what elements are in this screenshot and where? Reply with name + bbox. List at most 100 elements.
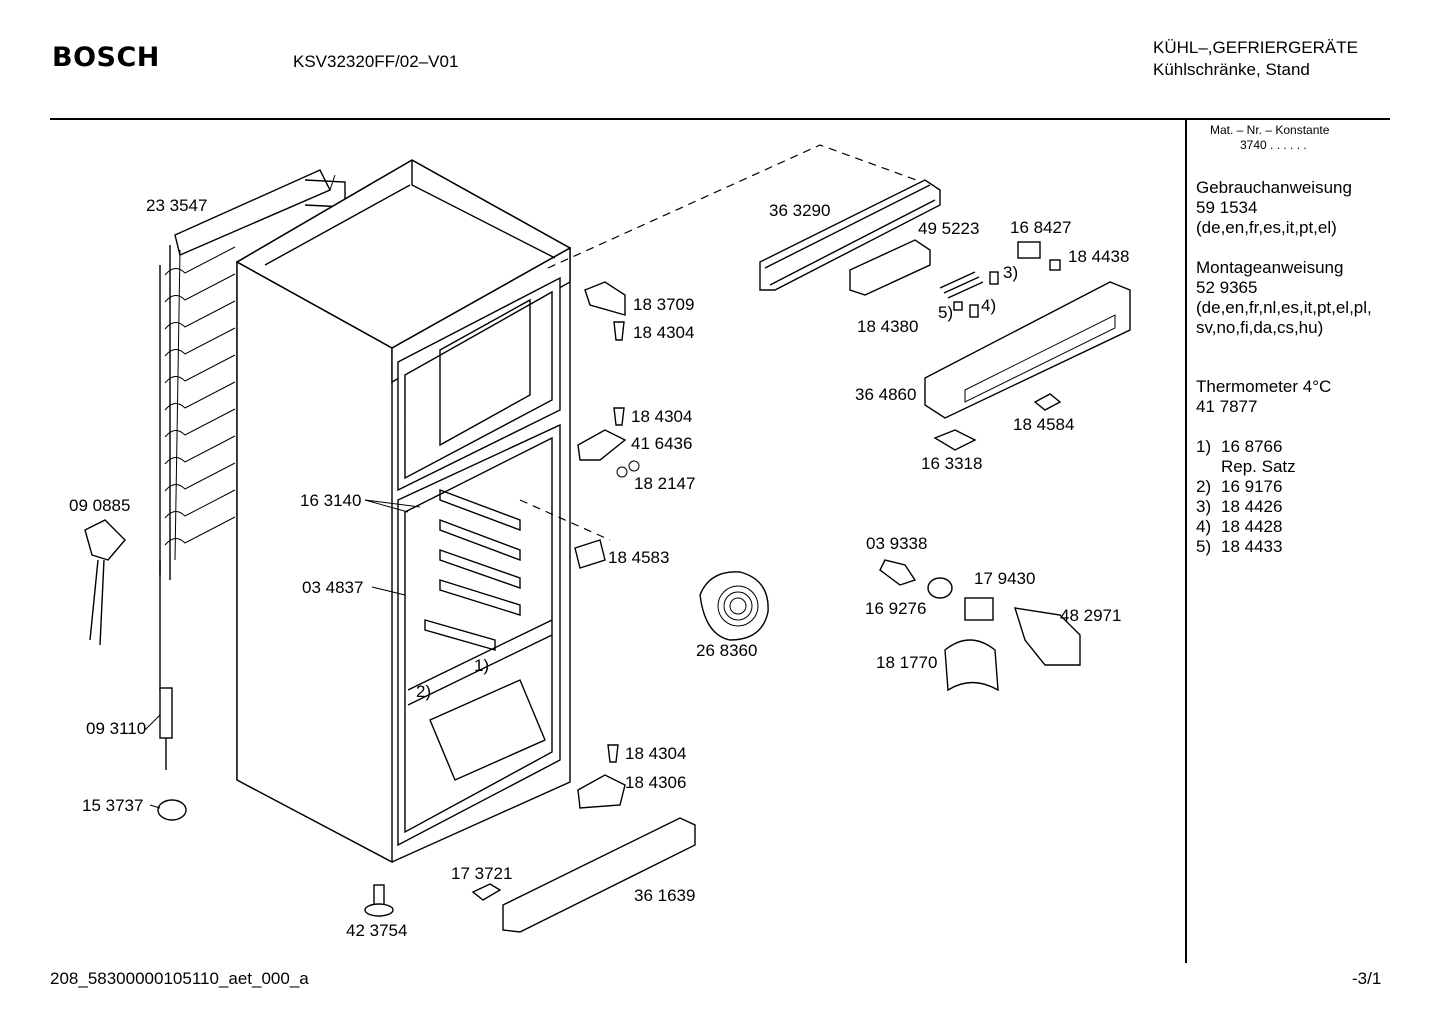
coil-loop (164, 489, 236, 519)
mat-nr-header: Mat. – Nr. – Konstante (1210, 123, 1330, 137)
connector-153737 (157, 799, 187, 821)
part-label-163318: 16 3318 (921, 454, 983, 473)
part-label-163140: 16 3140 (300, 491, 362, 510)
footnote-key-4: 4) (1196, 517, 1212, 536)
part-label-169276: 16 9276 (865, 599, 927, 618)
part-label-184438: 18 4438 (1068, 247, 1130, 266)
doc-title-thermometer: Thermometer 4°C (1196, 377, 1332, 396)
plinth-361639 (502, 817, 696, 933)
part-label-183709: 18 3709 (633, 295, 695, 314)
part-ref3 (989, 271, 999, 285)
doc-title-gebrauch: Gebrauchanweisung (1196, 178, 1352, 197)
hinge-183709 (584, 281, 626, 316)
leader-163140 (364, 499, 421, 513)
part-label-364860: 36 4860 (855, 385, 917, 404)
hinge-416436 (577, 429, 627, 461)
mat-nr-value: 3740 . . . . . . (1240, 138, 1307, 152)
part-label-184380: 18 4380 (857, 317, 919, 336)
category-title: KÜHL–,GEFRIERGERÄTE (1153, 38, 1358, 57)
footnote-value-3: 18 4426 (1221, 497, 1283, 516)
leader-093110 (144, 714, 161, 731)
part-label-233547: 23 3547 (146, 196, 208, 215)
screw-184304-b (613, 407, 625, 426)
ref-label-4: 4) (981, 296, 997, 315)
part-ref4 (969, 304, 979, 318)
clip-184584 (1033, 393, 1062, 411)
part-label-184304-a: 18 4304 (633, 323, 695, 342)
doc-number-thermometer: 41 7877 (1196, 397, 1258, 416)
part-label-153737: 15 3737 (82, 796, 144, 815)
part-label-482971: 48 2971 (1060, 606, 1122, 625)
doc-lang-montage-2: sv,no,fi,da,cs,hu) (1196, 318, 1324, 337)
part-label-416436: 41 6436 (631, 434, 693, 453)
coil-loop (164, 327, 236, 357)
header-divider (50, 118, 1390, 120)
thermostat-495223 (849, 239, 931, 296)
part-label-039338: 03 9338 (866, 534, 928, 553)
cabinet-body (235, 159, 572, 864)
part-label-184306: 18 4306 (625, 773, 687, 792)
light-cover-364860 (924, 281, 1131, 419)
footnote-key-5: 5) (1196, 537, 1212, 556)
part-label-168427: 16 8427 (1010, 218, 1072, 237)
hinge-184306 (577, 774, 626, 809)
part-label-184304-c: 18 4304 (625, 744, 687, 763)
footnote-extra-1: Rep. Satz (1221, 457, 1296, 476)
cap-184438 (1049, 259, 1061, 271)
socket-169276 (927, 577, 953, 599)
fan-cover-268360 (699, 571, 769, 641)
drier-093110 (159, 687, 173, 739)
washer-182147-a (616, 466, 628, 478)
coil-loop (164, 273, 236, 303)
doc-number-montage: 52 9365 (1196, 278, 1258, 297)
footnote-key-3: 3) (1196, 497, 1212, 516)
part-label-090885: 09 0885 (69, 496, 131, 515)
coil-loop (164, 246, 236, 276)
footnote-value-1: 16 8766 (1221, 437, 1283, 456)
grille-181770 (944, 639, 999, 692)
part-label-268360: 26 8360 (696, 641, 758, 660)
leader-dashes (519, 144, 931, 541)
screw-184304-a (613, 321, 625, 341)
doc-lang-montage: (de,en,fr,nl,es,it,pt,el,pl, (1196, 298, 1372, 317)
coil-loop (164, 408, 236, 438)
screw-184304-c (607, 744, 619, 763)
clip-163318 (933, 429, 977, 451)
switch-168427 (1017, 241, 1041, 259)
part-label-184584: 18 4584 (1013, 415, 1075, 434)
footnote-value-2: 16 9176 (1221, 477, 1283, 496)
leader-153737 (149, 804, 161, 809)
doc-title-montage: Montageanweisung (1196, 258, 1344, 277)
page-number: -3/1 (1352, 969, 1382, 988)
part-label-495223: 49 5223 (918, 219, 980, 238)
clip-173721 (471, 883, 502, 901)
model-number: KSV32320FF/02–V01 (293, 52, 459, 71)
footnote-key-2: 2) (1196, 477, 1212, 496)
washer-182147-b (628, 460, 640, 472)
footnote-key-1: 1) (1196, 437, 1212, 456)
foot-423754 (364, 884, 394, 917)
sidebar-divider (1185, 118, 1187, 963)
part-label-173721: 17 3721 (451, 864, 513, 883)
footnote-value-4: 18 4428 (1221, 517, 1283, 536)
part-label-184583: 18 4583 (608, 548, 670, 567)
coil-loop (164, 435, 236, 465)
ref-label-1: 1) (474, 656, 490, 675)
coil-loop (164, 354, 236, 384)
part-label-182147: 18 2147 (634, 474, 696, 493)
part-label-423754: 42 3754 (346, 921, 408, 940)
part-label-034837: 03 4837 (302, 578, 364, 597)
part-label-093110: 09 3110 (86, 719, 147, 738)
part-label-184304-b: 18 4304 (631, 407, 693, 426)
leader-034837 (371, 586, 406, 596)
lamp-cover-482971 (1013, 607, 1081, 666)
ref-label-3: 3) (1003, 263, 1019, 282)
coil-loop (164, 516, 236, 546)
doc-number-gebrauch: 59 1534 (1196, 198, 1258, 217)
part-ref5 (953, 301, 963, 311)
part-label-179430: 17 9430 (974, 569, 1036, 588)
part-label-363290: 36 3290 (769, 201, 831, 220)
ref-label-5: 5) (938, 303, 954, 322)
part-label-181770: 18 1770 (876, 653, 938, 672)
